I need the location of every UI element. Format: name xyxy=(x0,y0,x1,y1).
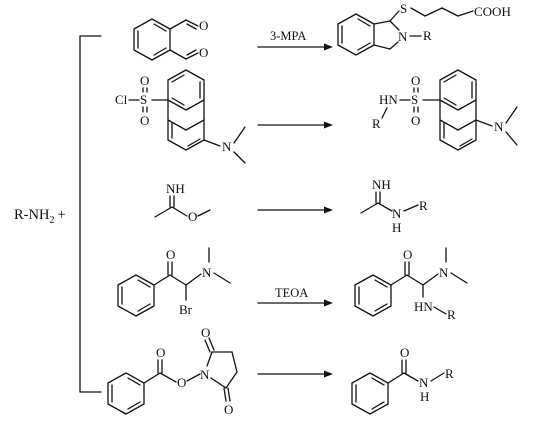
row1-reagent-opa: O O xyxy=(133,18,208,61)
atom-label-row3-reagent-o: O xyxy=(188,209,197,224)
row2-reagent-dansyl-chloride: Cl S O O N xyxy=(115,69,246,164)
atom-label-row4-product-n: N xyxy=(439,265,449,280)
arrow-label-teoa: TEOA xyxy=(275,286,308,300)
atom-label-row1-product-s: S xyxy=(400,1,407,16)
arrow-row5 xyxy=(257,370,333,378)
atom-label-row1-product-r: R xyxy=(423,28,432,43)
watermark: 知乎 @我爱吃虾 xyxy=(428,418,528,433)
atom-label-row4-reagent-o: O xyxy=(166,247,175,262)
reaction-arrows: 3-MPA TEOA xyxy=(257,29,333,378)
atom-label-row2-reagent-o-bottom: O xyxy=(140,113,149,128)
atom-label-row5-product-n: N xyxy=(419,375,429,390)
row5-reagent-nhs-benzoate: O O N O O xyxy=(107,325,238,417)
atom-label-row3-product-nh: NH xyxy=(372,177,391,192)
row4-reagent-bromo-aminoketone: O Br N xyxy=(117,247,231,317)
atom-label-row3-reagent-nh: NH xyxy=(166,181,185,196)
atom-label-row5-product-o: O xyxy=(400,345,409,360)
atom-label-row2-reagent-o-top: O xyxy=(140,73,149,88)
atom-label-row5-product-r: R xyxy=(445,366,454,381)
row3-product-amidine: NH N H R xyxy=(360,177,428,235)
atom-label-row2-reagent-cl: Cl xyxy=(115,92,128,107)
atom-label-row2-reagent-s: S xyxy=(140,92,147,107)
row5-product-benzamide: O N H R xyxy=(351,345,454,415)
atom-label-row3-product-n: N xyxy=(392,206,402,221)
atom-label-row4-reagent-br: Br xyxy=(179,302,193,317)
atom-label-row2-product-s: S xyxy=(411,92,418,107)
arrow-row3 xyxy=(257,206,333,214)
atom-label-row5-product-h: H xyxy=(420,389,429,404)
amine-reactant: R-NH2+ xyxy=(14,35,102,393)
amine-label: R-NH2+ xyxy=(14,207,66,226)
atom-label-row1-reagent-o2: O xyxy=(199,45,208,60)
arrow-row4: TEOA xyxy=(257,286,333,307)
atom-label-row1-reagent-o1: O xyxy=(199,18,208,33)
atom-label-row1-product-cooh: COOH xyxy=(474,4,511,19)
atom-label-row5-reagent-o-ester-carbonyl: O xyxy=(156,345,165,360)
atom-label-row2-product-hn: HN xyxy=(379,92,398,107)
arrow-row1: 3-MPA xyxy=(257,29,333,51)
atom-label-row3-product-h: H xyxy=(392,220,401,235)
atom-label-row5-reagent-o-bottom: O xyxy=(224,402,233,417)
atom-label-row4-product-o: O xyxy=(403,247,412,262)
atom-label-row3-product-r: R xyxy=(419,198,428,213)
atom-label-row2-product-o-bottom: O xyxy=(411,113,420,128)
row3-reagent-methyl-acetimidate: NH O xyxy=(154,181,211,224)
atom-label-row2-product-r: R xyxy=(372,116,381,131)
atom-label-row1-product-n: N xyxy=(398,29,408,44)
atom-label-row2-product-n: N xyxy=(494,119,504,134)
atom-label-row2-product-o-top: O xyxy=(411,73,420,88)
row2-product-dansyl-sulfonamide: HN R S O O N xyxy=(372,69,518,151)
atom-label-row4-reagent-n: N xyxy=(202,265,212,280)
atom-label-row4-product-hn: HN xyxy=(414,299,433,314)
arrow-row2 xyxy=(257,121,333,129)
atom-label-row5-reagent-o-ester: O xyxy=(177,375,186,390)
arrow-label-3mpa: 3-MPA xyxy=(270,29,306,43)
atom-label-row4-product-r: R xyxy=(447,307,456,322)
atom-label-row5-reagent-n: N xyxy=(200,367,210,382)
atom-label-row2-reagent-n: N xyxy=(222,139,232,154)
reagent-bracket xyxy=(79,35,102,393)
atom-label-row5-reagent-o-top: O xyxy=(201,325,210,340)
row4-product-aminoketone: O N HN R xyxy=(354,247,468,322)
row1-product-isoindole: N R S COOH xyxy=(337,1,511,56)
